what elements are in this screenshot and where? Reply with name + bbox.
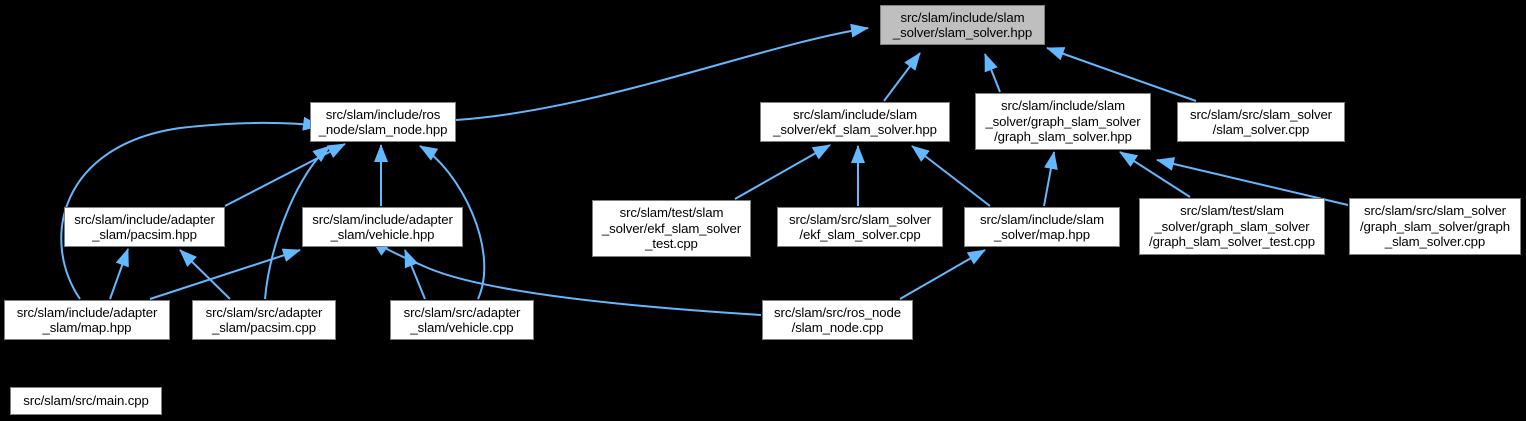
dependency-edge xyxy=(734,144,831,200)
graph-node-src-ekf-slam-solver-cpp[interactable]: src/slam/src/slam_solver /ekf_slam_solve… xyxy=(777,207,943,247)
graph-node-ekf-slam-solver-hpp[interactable]: src/slam/include/slam _solver/ekf_slam_s… xyxy=(760,102,950,142)
dependency-edge xyxy=(224,143,346,207)
dependency-edge xyxy=(883,52,921,102)
dependency-edge xyxy=(1043,151,1058,207)
graph-node-src-pacsim-cpp[interactable]: src/slam/src/adapter _slam/pacsim.cpp xyxy=(192,300,336,340)
graph-node-graph-slam-solver-hpp[interactable]: src/slam/include/slam _solver/graph_slam… xyxy=(975,93,1151,150)
graph-node-pacsim-hpp[interactable]: src/slam/include/adapter _slam/pacsim.hp… xyxy=(64,207,225,247)
graph-node-slam-solver-cpp[interactable]: src/slam/src/slam_solver /slam_solver.cp… xyxy=(1177,102,1345,142)
graph-node-ekf-slam-solver-test-cpp[interactable]: src/slam/test/slam _solver/ekf_slam_solv… xyxy=(592,200,751,257)
dependency-edge xyxy=(149,248,301,300)
dependency-edge xyxy=(984,53,1001,93)
graph-node-adapter-map-hpp[interactable]: src/slam/include/adapter _slam/map.hpp xyxy=(4,300,170,340)
graph-node-vehicle-hpp[interactable]: src/slam/include/adapter _slam/vehicle.h… xyxy=(302,207,463,247)
dependency-edge xyxy=(1119,151,1191,198)
dependency-edge xyxy=(109,248,129,300)
graph-node-src-vehicle-cpp[interactable]: src/slam/src/adapter _slam/vehicle.cpp xyxy=(390,300,534,340)
dependency-edge xyxy=(899,249,986,300)
graph-node-src-graph-slam-solver-cpp[interactable]: src/slam/src/slam_solver /graph_slam_sol… xyxy=(1349,198,1521,255)
graph-node-main-cpp[interactable]: src/slam/src/main.cpp xyxy=(10,387,162,415)
graph-node-ros-node-slam-node-cpp[interactable]: src/slam/src/ros_node /slam_node.cpp xyxy=(762,300,913,340)
dependency-edge xyxy=(911,145,991,207)
graph-node-graph-slam-solver-test-cpp[interactable]: src/slam/test/slam _solver/graph_slam_so… xyxy=(1139,198,1325,255)
graph-node-slam-solver-hpp[interactable]: src/slam/include/slam _solver/slam_solve… xyxy=(880,5,1045,45)
graph-node-map-hpp[interactable]: src/slam/include/slam _solver/map.hpp xyxy=(964,207,1120,247)
dependency-edge xyxy=(179,249,231,300)
graph-node-slam-node-hpp[interactable]: src/slam/include/ros _node/slam_node.hpp xyxy=(310,102,456,142)
dependency-edge xyxy=(404,249,426,300)
